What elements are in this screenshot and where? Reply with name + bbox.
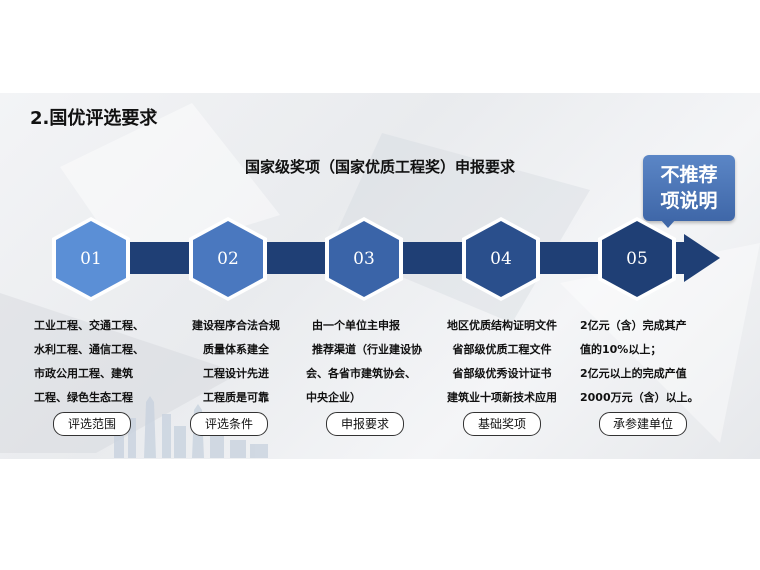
description-line: 水利工程、通信工程、	[34, 343, 144, 356]
description-line: 市政公用工程、建筑	[34, 367, 133, 380]
step-number: 03	[353, 249, 375, 269]
description-line: 推荐渠道（行业建设协	[312, 343, 422, 356]
description-line: 值的10%以上；	[580, 343, 662, 356]
description-line: 工程、绿色生态工程	[34, 391, 133, 404]
description-line: 质量体系建全	[203, 343, 269, 356]
step-01-description: 工业工程、交通工程、 水利工程、通信工程、 市政公用工程、建筑 工程、绿色生态工…	[34, 314, 144, 410]
description-line: 会、各省市建筑协会、	[306, 367, 416, 380]
not-recommended-callout: 不推荐 项说明	[643, 155, 735, 221]
description-line: 工业工程、交通工程、	[34, 319, 144, 332]
description-line: 2000万元（含）以上。	[580, 391, 699, 404]
step-03-description: 由一个单位主申报 推荐渠道（行业建设协 会、各省市建筑协会、 中央企业）	[306, 314, 422, 410]
description-line: 省部级优秀设计证书	[452, 367, 552, 380]
description-line: 2亿元（含）完成其产	[580, 319, 687, 332]
callout-pointer	[660, 219, 676, 228]
description-line: 2亿元以上的完成产值	[580, 367, 687, 380]
description-line: 建筑业十项新技术应用	[447, 391, 557, 404]
step-number: 02	[217, 249, 239, 269]
main-title: 国家级奖项（国家优质工程奖）申报要求	[244, 158, 515, 176]
step-05-hexagon: 05	[602, 221, 672, 297]
description-line: 建设程序合法合规	[192, 319, 280, 332]
step-05-label: 承参建单位	[599, 412, 687, 436]
process-arrow-head-icon	[684, 234, 720, 282]
description-line: 地区优质结构证明文件	[447, 319, 557, 332]
callout-line-2: 项说明	[660, 190, 718, 212]
step-03-label: 申报要求	[326, 412, 404, 436]
callout-line-1: 不推荐	[660, 164, 718, 186]
description-line: 省部级优质工程文件	[452, 343, 552, 356]
step-01-label: 评选范围	[53, 412, 131, 436]
step-04-label: 基础奖项	[463, 412, 541, 436]
description-line: 由一个单位主申报	[312, 319, 400, 332]
step-number: 01	[80, 249, 102, 269]
step-02-description: 建设程序合法合规 质量体系建全 工程设计先进 工程质是可靠	[177, 314, 295, 410]
step-number: 04	[490, 249, 512, 269]
step-02-label: 评选条件	[190, 412, 268, 436]
section-title: 2.国优评选要求	[30, 108, 158, 129]
step-05-description: 2亿元（含）完成其产 值的10%以上； 2亿元以上的完成产值 2000万元（含）…	[580, 314, 699, 410]
description-line: 工程设计先进	[203, 367, 269, 380]
description-line: 工程质是可靠	[203, 391, 269, 404]
step-number: 05	[626, 249, 648, 269]
description-line: 中央企业）	[306, 391, 361, 404]
step-04-description: 地区优质结构证明文件 省部级优质工程文件 省部级优秀设计证书 建筑业十项新技术应…	[438, 314, 566, 410]
